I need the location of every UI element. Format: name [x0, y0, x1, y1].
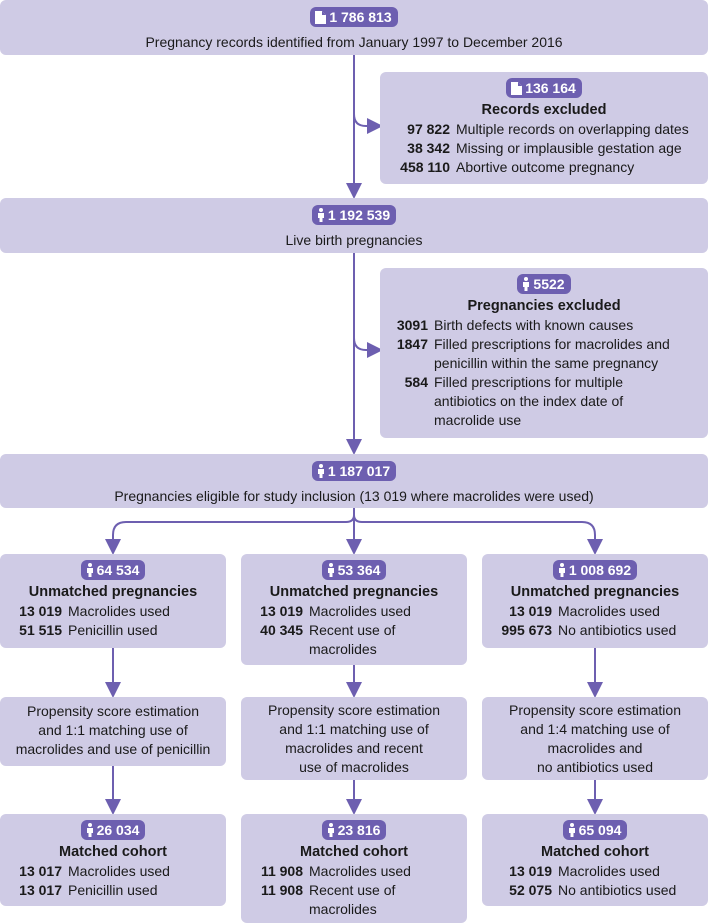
- person-icon: [523, 277, 530, 291]
- person-icon: [317, 464, 324, 478]
- pregnancies-excluded-title: Pregnancies excluded: [467, 298, 621, 314]
- records-excluded-count: 136 164: [525, 80, 576, 96]
- propensity-box-penicillin: Propensity score estimation and 1:1 matc…: [0, 697, 226, 766]
- pregnancies-excluded-count: 5522: [533, 276, 565, 292]
- records-excluded-title: Records excluded: [481, 101, 607, 118]
- pregnancies-excluded-badge: 5522: [517, 274, 571, 294]
- arrow-eligible-split: [105, 508, 355, 555]
- matched-badge: 65 094: [562, 820, 628, 840]
- matched-title: Matched cohort: [300, 844, 408, 860]
- person-icon: [568, 823, 575, 837]
- person-icon: [86, 823, 93, 837]
- records-identified-box: 1 786 813 Pregnancy records identified f…: [0, 0, 708, 55]
- records-count-badge: 1 786 813: [310, 7, 398, 27]
- live-birth-badge: 1 192 539: [311, 205, 397, 225]
- live-birth-box: 1 192 539 Live birth pregnancies: [0, 198, 708, 253]
- person-icon: [86, 563, 93, 577]
- document-icon: [511, 81, 523, 95]
- person-icon: [317, 208, 324, 222]
- matched-badge: 26 034: [80, 820, 146, 840]
- unmatched-badge: 64 534: [80, 560, 146, 580]
- matched-badge: 23 816: [321, 820, 387, 840]
- unmatched-title: Unmatched pregnancies: [269, 584, 439, 600]
- live-birth-text: Live birth pregnancies: [285, 232, 423, 248]
- document-icon: [315, 10, 327, 24]
- live-birth-count: 1 192 539: [327, 207, 391, 223]
- arrow-to-excluded-records: [353, 113, 383, 134]
- arrow-eligible-right: [353, 514, 603, 555]
- unmatched-badge: 1 008 692: [552, 560, 638, 580]
- unmatched-title: Unmatched pregnancies: [28, 584, 198, 600]
- person-icon: [327, 823, 334, 837]
- matched-title: Matched cohort: [541, 844, 649, 860]
- matched-title: Matched cohort: [59, 844, 167, 860]
- unmatched-badge: 53 364: [321, 560, 387, 580]
- eligible-text: Pregnancies eligible for study inclusion…: [114, 488, 594, 504]
- arrow-to-excluded-pregnancies: [353, 337, 383, 358]
- eligible-box: 1 187 017 Pregnancies eligible for study…: [0, 454, 708, 508]
- propensity-box-recent-macrolides: Propensity score estimation and 1:1 matc…: [241, 697, 467, 780]
- eligible-badge: 1 187 017: [311, 461, 397, 481]
- person-icon: [558, 563, 565, 577]
- person-icon: [327, 563, 334, 577]
- records-excluded-badge: 136 164: [506, 78, 582, 98]
- propensity-box-no-antibiotics: Propensity score estimation and 1:4 matc…: [482, 697, 708, 780]
- records-count: 1 786 813: [329, 9, 392, 25]
- unmatched-title: Unmatched pregnancies: [510, 584, 680, 600]
- eligible-count: 1 187 017: [327, 463, 391, 479]
- records-identified-text: Pregnancy records identified from Januar…: [145, 33, 563, 50]
